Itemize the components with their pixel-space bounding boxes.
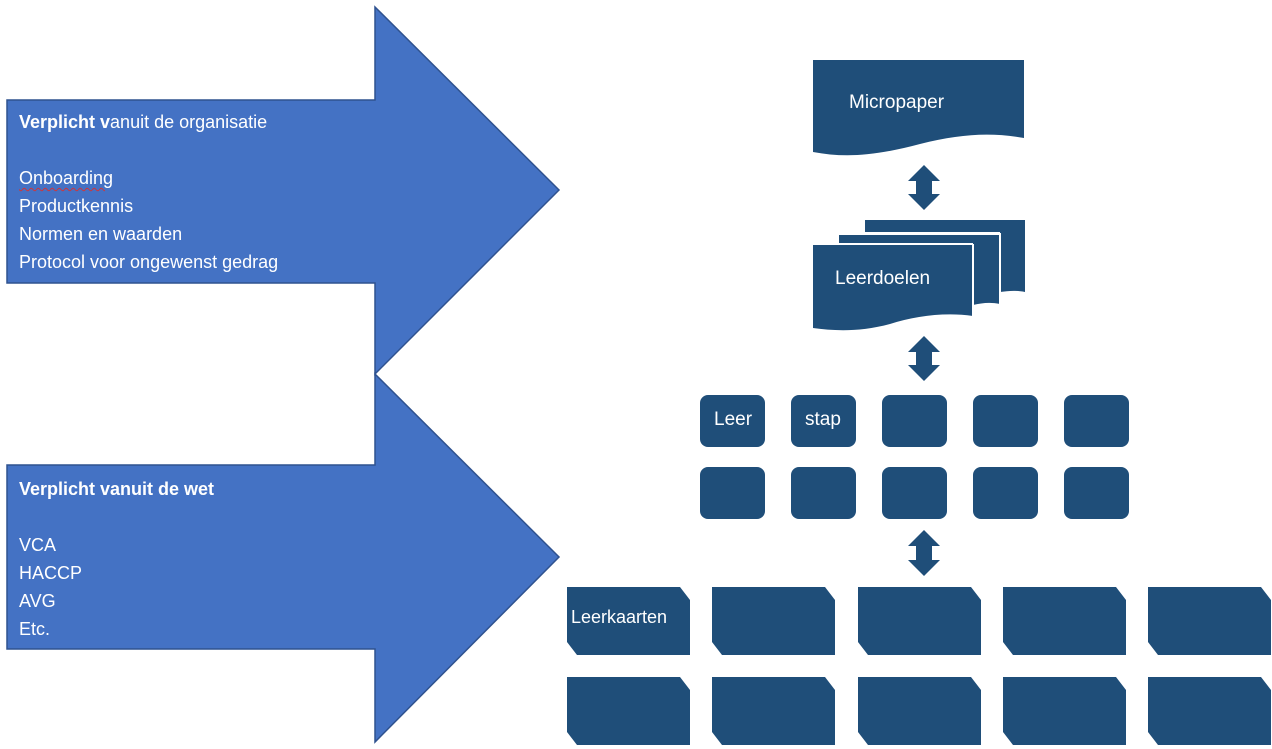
list-item: HACCP (19, 563, 83, 583)
leerstap-box: Leer (700, 395, 765, 447)
block-arrow-organisatie (6, 5, 561, 376)
list-item: VCA (19, 535, 57, 555)
leerkaart-card (858, 587, 981, 655)
leerkaart-card (858, 677, 981, 745)
micropaper-document-shape (813, 60, 1024, 156)
leerkaarten-grid (567, 587, 1271, 745)
title-rest-part: anuit de organisatie (110, 112, 268, 132)
leerkaart-card (1003, 677, 1126, 745)
leerdoelen-document-back (865, 220, 1025, 292)
title-bold-part: Verplicht vanuit de wet (19, 479, 215, 499)
leerstap-box (791, 467, 856, 519)
leerkaart-card (712, 677, 835, 745)
leerstap-box (882, 395, 947, 447)
leerstap-label (1064, 467, 1129, 481)
leerstap-box (973, 467, 1038, 519)
double-arrow-icon (908, 530, 940, 576)
leerstap-label (973, 467, 1038, 481)
leerstap-box (1064, 467, 1129, 519)
leerkaart-card (567, 587, 690, 655)
leerkaart-card (1148, 677, 1271, 745)
leerkaart-card (712, 587, 835, 655)
list-item: Normen en waarden (19, 224, 183, 244)
leerkaart-card (1003, 587, 1126, 655)
arrow-wet-title: Verplicht vanuit de wet (19, 475, 214, 503)
double-arrow-icon (908, 336, 940, 381)
block-arrow-wet (6, 372, 561, 744)
leerstap-label: stap (805, 409, 841, 430)
leerstap-label (973, 395, 1038, 409)
leerstap-box (973, 395, 1038, 447)
leerstap-label (791, 467, 856, 481)
leerstap-label (882, 467, 947, 481)
list-item: Productkennis (19, 196, 134, 216)
leerkaart-card (567, 677, 690, 745)
micropaper-label: Micropaper (849, 92, 945, 113)
arrow-wet-text: Verplicht vanuit de wet VCA HACCP AVG Et… (19, 475, 214, 643)
leerstap-box: stap (791, 395, 856, 447)
list-item: Protocol voor ongewenst gedrag (19, 252, 279, 272)
leerdoelen-label: Leerdoelen (835, 268, 931, 289)
leerstap-box (700, 467, 765, 519)
leerkaart-label: Leerkaarten (571, 607, 668, 627)
arrow-organisatie-text: Verplicht vanuit de organisatie Onboardi… (19, 108, 278, 276)
title-bold-part: Verplicht v (19, 112, 111, 132)
leerstap-label (882, 395, 947, 409)
list-item: Onboarding (19, 168, 114, 188)
leerstap-label (700, 467, 765, 481)
leerstap-label (1064, 395, 1129, 409)
leerdoelen-document-front (813, 245, 973, 331)
leerstap-label: Leer (714, 409, 753, 430)
arrow-organisatie-title: Verplicht vanuit de organisatie (19, 108, 278, 136)
list-item: AVG (19, 591, 56, 611)
leerstap-box (1064, 395, 1129, 447)
leerdoelen-document-middle (839, 232, 1000, 305)
double-arrow-icon (908, 165, 940, 210)
spacer (19, 136, 278, 164)
leerstap-box (882, 467, 947, 519)
list-item: Etc. (19, 619, 51, 639)
leerkaart-card (1148, 587, 1271, 655)
spacer (19, 503, 214, 531)
